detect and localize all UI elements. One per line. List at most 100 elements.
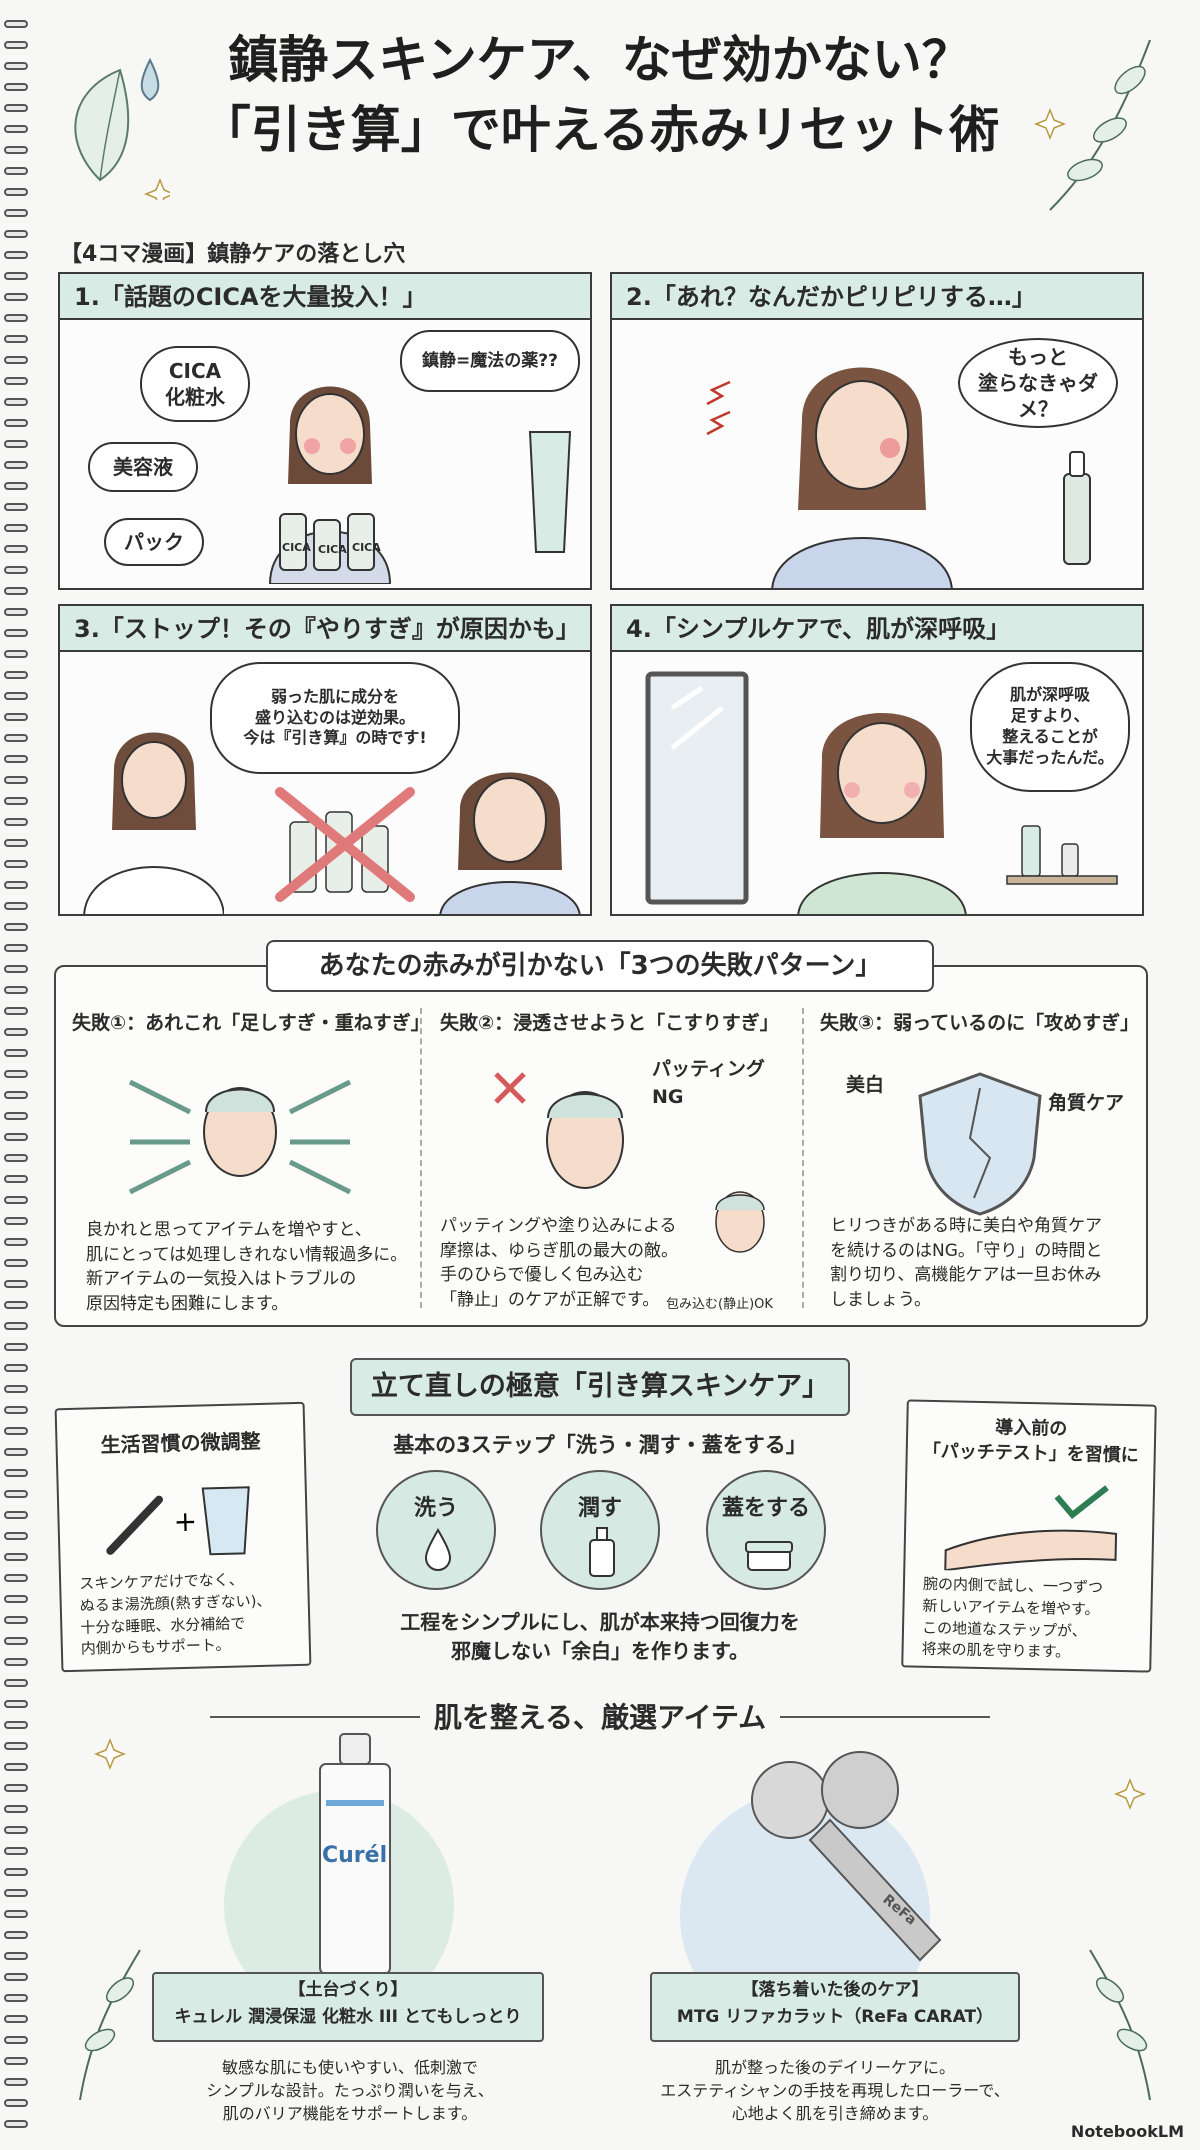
reset-caption: 工程をシンプルにし、肌が本来持つ回復力を 邪魔しない「余白」を作ります。 <box>400 1610 800 1663</box>
product-1-ribbon: 【土台づくり】 キュレル 潤浸保湿 化粧水 III とてもしっとり <box>152 1972 544 2042</box>
lifestyle-card: 生活習慣の微調整 + スキンケアだけでなく、 ぬるま湯洗顔(熱すぎない)、 十分… <box>54 1401 312 1673</box>
binding-ring <box>4 1259 28 1267</box>
binding-ring <box>4 41 28 49</box>
binding-ring <box>4 1112 28 1120</box>
page-subtitle: 「引き算」で叶える赤みリセット術 <box>200 101 1000 159</box>
water-drop-icon <box>424 1528 452 1571</box>
binding-ring <box>4 209 28 217</box>
binding-ring <box>4 2099 28 2107</box>
binding-ring <box>4 1217 28 1225</box>
binding-ring <box>4 629 28 637</box>
overloaded-face-icon <box>128 1079 352 1195</box>
vine-decoration-left-icon <box>79 1737 141 2101</box>
binding-ring <box>4 1868 28 1876</box>
binding-ring <box>4 923 28 931</box>
step-moisturize: 潤す <box>540 1470 660 1590</box>
binding-ring <box>4 1595 28 1603</box>
binding-ring <box>4 2120 28 2128</box>
binding-ring <box>4 83 28 91</box>
page-title: 鎮静スキンケア、なぜ効かない？ <box>228 31 972 89</box>
binding-ring <box>4 251 28 259</box>
binding-ring <box>4 104 28 112</box>
binding-ring <box>4 608 28 616</box>
reset-heading: 立て直しの極意「引き算スキンケア」 <box>350 1358 850 1416</box>
binding-ring <box>4 566 28 574</box>
bottle-label-2: CICA <box>318 543 347 556</box>
failure-3-body: ヒリつきがある時に美白や角質ケア を続けるのはNG。「守り」の時間と 割り切り、… <box>830 1216 1103 1310</box>
binding-ring <box>4 1973 28 1981</box>
reset-subheading: 基本の3ステップ「洗う・潤す・蓋をする」 <box>393 1433 807 1457</box>
curel-brand-label: Curél <box>322 1843 388 1868</box>
step-wash: 洗う <box>376 1470 496 1590</box>
binding-ring <box>4 860 28 868</box>
product-2-ribbon: 【落ち着いた後のケア】 MTG リファカラット（ReFa CARAT） <box>650 1972 1020 2042</box>
exfoliation-label: 角質ケア <box>1048 1092 1125 1114</box>
binding-ring <box>4 1322 28 1330</box>
binding-ring <box>4 1952 28 1960</box>
binding-ring <box>4 1994 28 2002</box>
binding-ring <box>4 1238 28 1246</box>
binding-ring <box>4 1784 28 1792</box>
binding-ring <box>4 419 28 427</box>
binding-ring <box>4 1007 28 1015</box>
svg-text:+: + <box>173 1505 197 1539</box>
binding-ring <box>4 1511 28 1519</box>
failure-3-title: 失敗③：弱っているのに「攻めすぎ」 <box>820 1012 1140 1034</box>
binding-ring <box>4 293 28 301</box>
binding-ring <box>4 1679 28 1687</box>
step-wash-label: 洗う <box>413 1496 458 1521</box>
binding-ring <box>4 545 28 553</box>
binding-ring <box>4 2057 28 2065</box>
crossed-products-icon <box>275 787 415 902</box>
items-heading: 肌を整える、厳選アイテム <box>433 1701 767 1734</box>
binding-ring <box>4 1133 28 1141</box>
binding-ring <box>4 1280 28 1288</box>
woman-irritated-icon <box>771 367 953 588</box>
divider <box>210 1716 420 1718</box>
lifestyle-card-title: 生活習慣の微調整 <box>100 1428 261 1458</box>
speech-bubble-2: もっと 塗らなきゃダメ？ <box>958 338 1118 428</box>
binding-ring <box>4 1532 28 1540</box>
failure-2-body: パッティングや塗り込みによる 摩擦は、ゆらぎ肌の最大の敵。 手のひらで優しく包み… <box>440 1216 678 1310</box>
binding-ring <box>4 167 28 175</box>
comic-panel-1-heading: 1.「話題のCICAを大量投入！」 <box>60 274 590 320</box>
binding-ring <box>4 1574 28 1582</box>
comic-panel-2-heading: 2.「あれ？なんだかピリピリする…」 <box>612 274 1142 320</box>
doctor-icon <box>83 732 224 914</box>
vine-decoration-icon <box>1033 39 1151 211</box>
comic-panel-2: 2.「あれ？なんだかピリピリする…」 もっと 塗らなきゃダメ？ <box>610 272 1144 590</box>
binding-ring <box>4 188 28 196</box>
binding-ring <box>4 1889 28 1897</box>
divider <box>802 1008 804 1308</box>
woman-relaxed-icon <box>797 713 967 914</box>
footer-brand: NotebookLM <box>1070 2122 1184 2141</box>
cream-jar-icon <box>745 1541 793 1571</box>
shelf-icon <box>1006 825 1118 885</box>
binding-ring <box>4 1448 28 1456</box>
binding-ring <box>4 1847 28 1855</box>
binding-ring <box>4 1049 28 1057</box>
cica-tube-icon <box>528 431 572 553</box>
whitening-label: 美白 <box>846 1074 885 1096</box>
binding-ring <box>4 902 28 910</box>
arm-check-icon <box>944 1485 1118 1572</box>
binding-ring <box>4 377 28 385</box>
pack-label: パック <box>104 518 204 566</box>
comic-section-label: 【4コマ漫画】鎮静ケアの落とし穴 <box>60 242 406 267</box>
binding-ring <box>4 818 28 826</box>
binding-ring <box>4 650 28 658</box>
failure-1-title: 失敗①：あれこれ「足しすぎ・重ねすぎ」 <box>72 1012 430 1034</box>
binding-ring <box>4 1805 28 1813</box>
binding-ring <box>4 1301 28 1309</box>
binding-ring <box>4 2036 28 2044</box>
binding-ring <box>4 1091 28 1099</box>
stress-lines-icon <box>706 380 731 436</box>
binding-ring <box>4 671 28 679</box>
binding-ring <box>4 503 28 511</box>
binding-ring <box>4 314 28 322</box>
thermometer-water-icon: + <box>106 1486 250 1556</box>
binding-ring <box>4 230 28 238</box>
binding-ring <box>4 776 28 784</box>
binding-ring <box>4 461 28 469</box>
binding-ring <box>4 1700 28 1708</box>
